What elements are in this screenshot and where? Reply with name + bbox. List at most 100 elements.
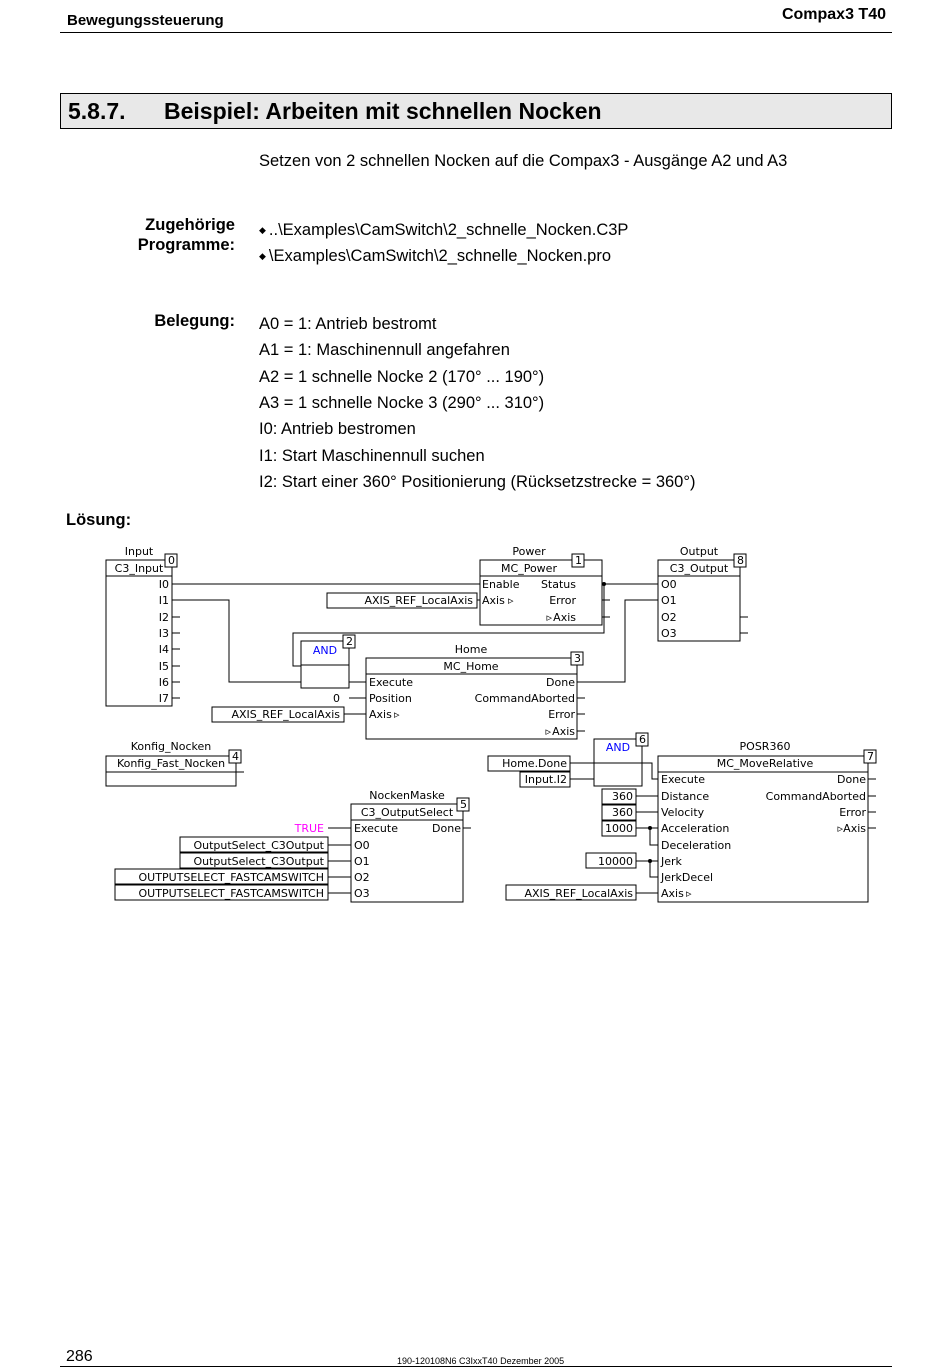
home-in-pin: Axis xyxy=(369,708,392,721)
assignment-line: A2 = 1 schnelle Nocke 2 (170° ... 190°) xyxy=(259,368,545,386)
badge-text: 0 xyxy=(168,554,175,567)
and-input-const: Input.I2 xyxy=(525,773,567,786)
home-in-pin: Execute xyxy=(369,676,413,689)
power-in-pin: Axis xyxy=(482,594,505,607)
power-out-pin: Error xyxy=(549,594,576,607)
programs-label-1: Zugehörige xyxy=(145,216,235,234)
header-left: Bewegungssteuerung xyxy=(67,12,224,29)
home-position-const: 0 xyxy=(333,692,340,705)
posr-out-pin: Done xyxy=(837,773,866,786)
badge-text: 8 xyxy=(737,554,744,567)
posr-in-pin: Axis xyxy=(661,887,684,900)
nocken-const: OUTPUTSELECT_FASTCAMSWITCH xyxy=(139,871,324,884)
badge-text: 1 xyxy=(575,554,582,567)
block-number-badges xyxy=(164,553,877,812)
input-pin: I2 xyxy=(159,611,169,624)
power-out-arrow: ▹ xyxy=(546,611,552,624)
intro-text: Setzen von 2 schnellen Nocken auf die Co… xyxy=(259,152,788,170)
nocken-in-pin: O1 xyxy=(354,855,370,868)
axis-ref-const: AXIS_REF_LocalAxis xyxy=(231,708,340,721)
assignment-line: I0: Antrieb bestromen xyxy=(259,420,416,438)
nocken-type: C3_OutputSelect xyxy=(361,806,454,819)
power-block xyxy=(479,559,603,626)
posr-title: POSR360 xyxy=(740,740,791,753)
posr-in-pin: Jerk xyxy=(660,855,683,868)
assignment-line: I2: Start einer 360° Positionierung (Rüc… xyxy=(259,473,696,491)
posr-out-pin: CommandAborted xyxy=(766,790,866,803)
output-pin: O1 xyxy=(661,594,677,607)
nocken-in-pin: O2 xyxy=(354,871,370,884)
posr-in-pin: Acceleration xyxy=(661,822,729,835)
program-path: \Examples\CamSwitch\2_schnelle_Nocken.pr… xyxy=(268,247,611,265)
axis-ref-const: AXIS_REF_LocalAxis xyxy=(524,887,633,900)
input-pin: I5 xyxy=(159,660,169,673)
power-in-arrow: ▹ xyxy=(508,594,514,607)
nocken-const: TRUE xyxy=(294,822,324,835)
nocken-in-pin: O3 xyxy=(354,887,370,900)
section-number: 5.8.7. xyxy=(68,98,126,124)
nocken-title: NockenMaske xyxy=(369,789,445,802)
badge-text: 4 xyxy=(232,750,239,763)
bullet-icon: ◆ xyxy=(259,251,266,261)
posr-out-pin: Axis xyxy=(843,822,866,835)
output-pin: O0 xyxy=(661,578,677,591)
nocken-const: OutputSelect_C3Output xyxy=(193,855,324,868)
badge-text: 5 xyxy=(460,798,467,811)
home-out-pin: Error xyxy=(548,708,575,721)
nocken-in-pin: O0 xyxy=(354,839,370,852)
input-pin: I6 xyxy=(159,676,169,689)
home-in-pin: Position xyxy=(369,692,412,705)
badge-text: 3 xyxy=(574,652,581,665)
bullet-icon: ◆ xyxy=(259,225,266,235)
home-in-arrow: ▹ xyxy=(394,708,400,721)
wire-junction xyxy=(648,826,652,830)
assignment-label: Belegung: xyxy=(154,312,235,330)
posr-in-arrow: ▹ xyxy=(686,887,692,900)
header-rule xyxy=(60,32,892,33)
posr-const: 360 xyxy=(612,790,633,803)
power-title: Power xyxy=(512,545,546,558)
posr-in-pin: Deceleration xyxy=(661,839,731,852)
wire-junction xyxy=(648,859,652,863)
input-pin: I7 xyxy=(159,692,169,705)
page-number: 286 xyxy=(66,1348,93,1365)
posr-const: 360 xyxy=(612,806,633,819)
home-out-pin: Axis xyxy=(552,725,575,738)
badge-text: 7 xyxy=(867,750,874,763)
home-title: Home xyxy=(455,643,488,656)
document-id: 190-120108N6 C3IxxT40 Dezember 2005 xyxy=(397,1356,565,1366)
assignment-line: A3 = 1 schnelle Nocke 3 (290° ... 310°) xyxy=(259,394,545,412)
and-label: AND xyxy=(313,644,337,657)
nocken-out-pin: Done xyxy=(432,822,461,835)
wire-junction xyxy=(602,582,606,586)
badge-text: 6 xyxy=(639,733,646,746)
home-type: MC_Home xyxy=(443,660,498,673)
posr-in-pin: Execute xyxy=(661,773,705,786)
home-out-arrow: ▹ xyxy=(545,725,551,738)
input-pin: I3 xyxy=(159,627,169,640)
nocken-in-pin: Execute xyxy=(354,822,398,835)
and-input-const: Home.Done xyxy=(502,757,567,770)
power-out-pin: Axis xyxy=(553,611,576,624)
posr-out-arrow: ▹ xyxy=(837,822,843,835)
and-label: AND xyxy=(606,741,630,754)
output-pin: O2 xyxy=(661,611,677,624)
posr-out-pin: Error xyxy=(839,806,866,819)
nocken-const: OUTPUTSELECT_FASTCAMSWITCH xyxy=(139,887,324,900)
power-in-pin: Enable xyxy=(482,578,520,591)
konfig-title: Konfig_Nocken xyxy=(131,740,212,753)
posr-const: 1000 xyxy=(605,822,633,835)
posr-in-pin: Velocity xyxy=(661,806,705,819)
header-right: Compax3 T40 xyxy=(781,6,886,23)
footer-rule xyxy=(60,1366,892,1367)
input-pin: I1 xyxy=(159,594,169,607)
assignment-line: A1 = 1: Maschinennull angefahren xyxy=(259,341,510,359)
section-heading: 5.8.7. Beispiel: Arbeiten mit schnellen … xyxy=(60,93,892,129)
input-type: C3_Input xyxy=(115,562,164,575)
posr-const: 10000 xyxy=(598,855,633,868)
assignment-line: A0 = 1: Antrieb bestromt xyxy=(259,315,437,333)
input-pin: I4 xyxy=(159,643,169,656)
posr-type: MC_MoveRelative xyxy=(717,757,814,770)
output-pin: O3 xyxy=(661,627,677,640)
function-block-diagram: 0 1 8 2 3 4 5 6 7 Input C3_Input I0 I1 I… xyxy=(105,545,877,903)
